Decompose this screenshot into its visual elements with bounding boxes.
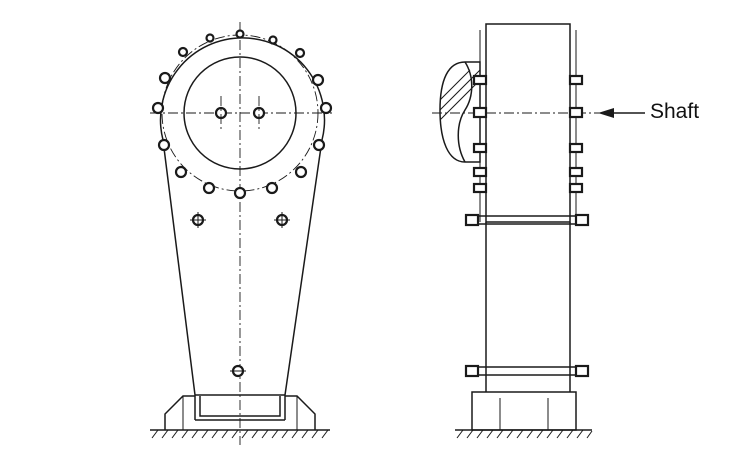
front-base — [150, 395, 330, 431]
side-view — [432, 23, 645, 439]
bolt — [202, 181, 216, 195]
left-foot — [164, 395, 196, 430]
bolt — [464, 364, 480, 378]
bolt — [235, 29, 245, 39]
upper-flange — [471, 215, 585, 225]
bolt — [312, 138, 326, 152]
bolt — [205, 33, 215, 43]
bolt — [568, 106, 584, 119]
shaft-break — [457, 61, 473, 163]
bolt — [568, 74, 584, 86]
bolt — [472, 74, 488, 86]
shaft-leader-arrow — [598, 108, 645, 118]
bolt — [319, 101, 333, 115]
bolt — [265, 181, 279, 195]
bolt — [157, 138, 171, 152]
side-housing — [485, 23, 571, 223]
base-channel — [195, 396, 285, 421]
shaft-label: Shaft — [650, 100, 700, 123]
bolt — [472, 166, 488, 178]
side-ground-hatch — [456, 429, 593, 439]
bolt — [568, 182, 584, 194]
right-foot — [284, 395, 316, 430]
bolt — [472, 106, 488, 119]
bolt — [294, 47, 306, 59]
bolt — [151, 101, 165, 115]
bolt — [568, 142, 584, 154]
bolt — [233, 186, 247, 200]
bolt — [574, 213, 590, 227]
lower-flange — [471, 366, 585, 376]
side-base — [471, 391, 577, 431]
bolt — [464, 213, 480, 227]
bolt — [568, 166, 584, 178]
bolt — [158, 71, 172, 85]
shaft-bolts — [214, 96, 266, 130]
bolt — [472, 182, 488, 194]
arm-bolts — [190, 212, 290, 378]
front-ground-hatch — [151, 429, 329, 439]
front-view — [150, 22, 333, 445]
side-bolts — [464, 74, 590, 378]
bolt — [472, 142, 488, 154]
bolt — [311, 73, 325, 87]
bolt — [268, 35, 278, 45]
front-body-outline — [159, 37, 326, 396]
bolt — [294, 165, 308, 179]
bolt — [574, 364, 590, 378]
bolt — [174, 165, 188, 179]
flange-bolts — [151, 29, 333, 200]
bolt — [177, 46, 189, 58]
